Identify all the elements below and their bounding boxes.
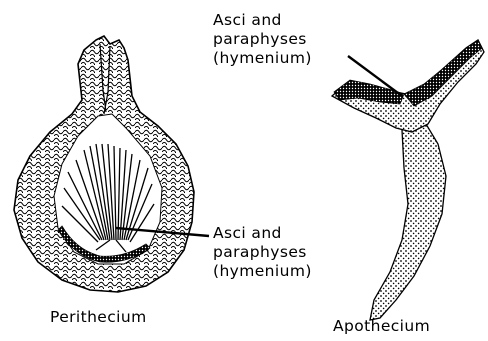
label-line: paraphyses (213, 243, 312, 262)
hymenium-label-apothecium: Asci and paraphyses (hymenium) (213, 11, 312, 68)
apothecium-stalk (370, 124, 446, 320)
label-line: Asci and (213, 224, 312, 243)
label-line: Asci and (213, 11, 312, 30)
apothecium-caption: Apothecium (333, 317, 430, 336)
label-line: (hymenium) (213, 49, 312, 68)
label-line: (hymenium) (213, 262, 312, 281)
perithecium-caption: Perithecium (50, 308, 147, 327)
hymenium-label-perithecium: Asci and paraphyses (hymenium) (213, 224, 312, 281)
apothecium-drawing (332, 40, 484, 320)
label-line: paraphyses (213, 30, 312, 49)
perithecium-drawing (14, 36, 194, 292)
